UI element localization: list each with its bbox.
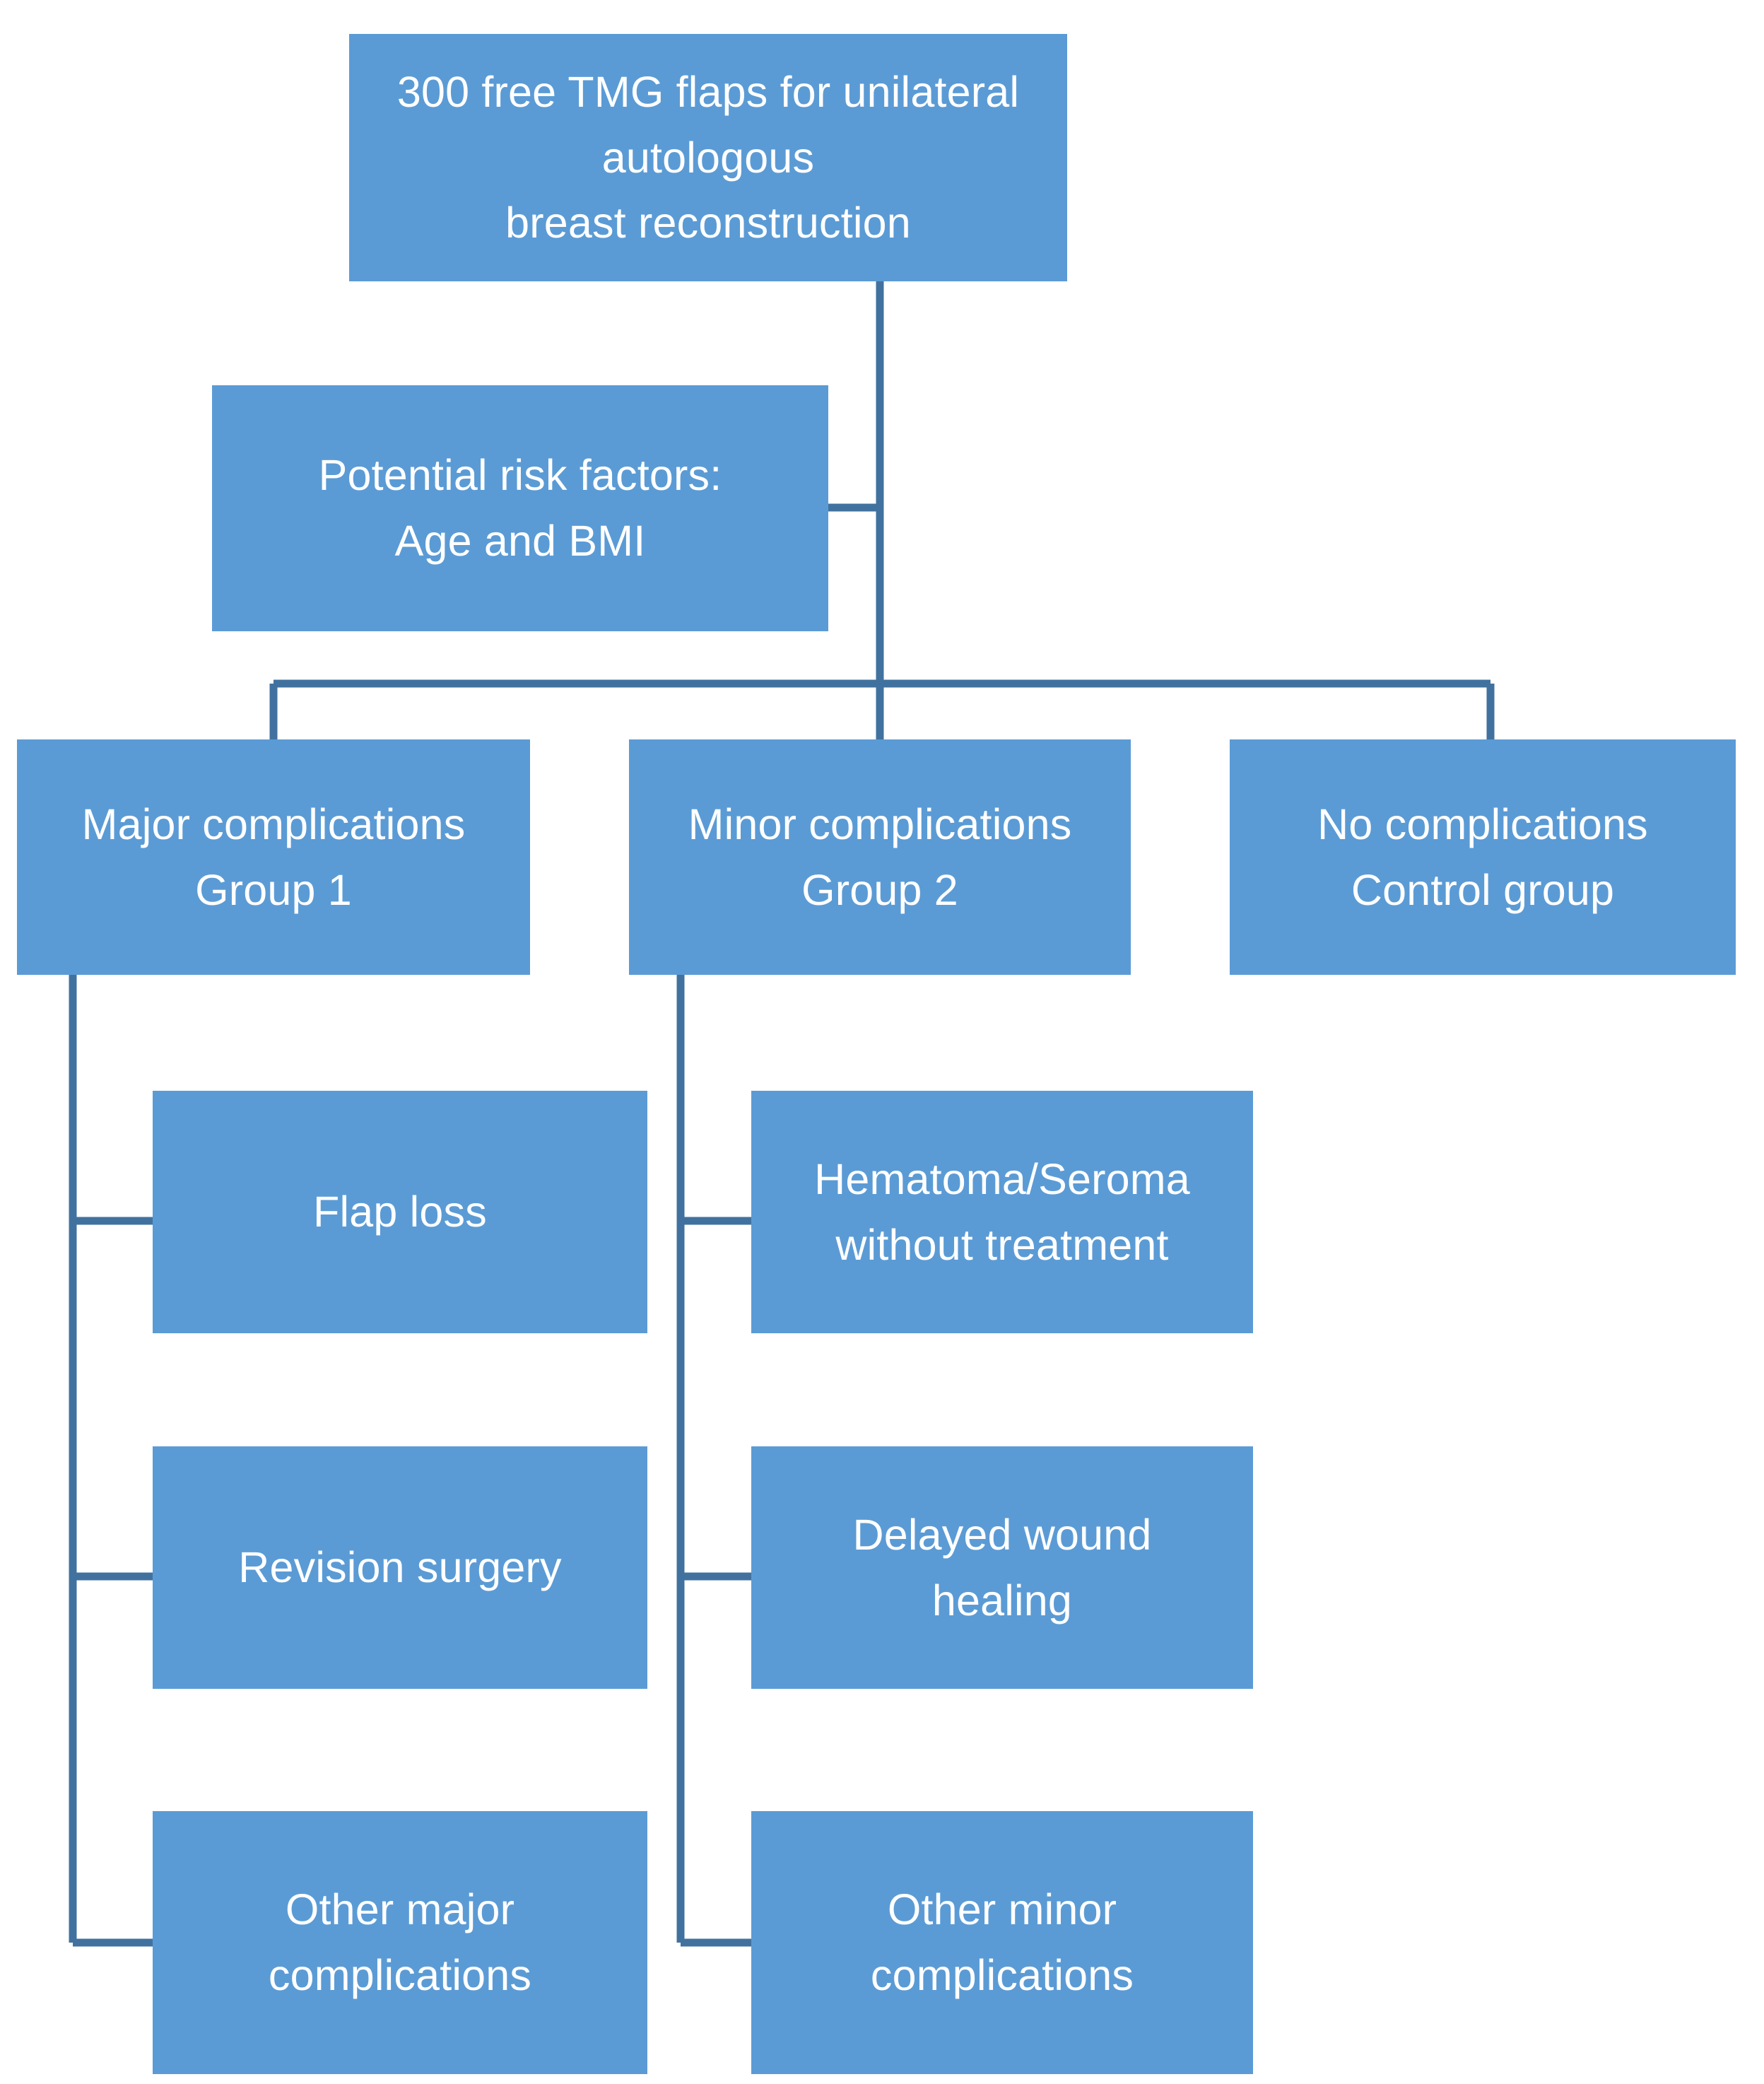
node-other-minor-complications-line-2: complications (870, 1951, 1134, 1999)
node-flap-loss-line-1: Flap loss (313, 1188, 487, 1236)
node-other-major-complications[interactable]: Other major complications (153, 1811, 647, 2074)
node-hematoma-seroma-line-1: Hematoma/Seroma (814, 1154, 1190, 1203)
node-minor-complications-line-1: Minor complications (688, 800, 1072, 848)
node-no-complications-line-1: No complications (1317, 800, 1648, 848)
node-other-major-complications-line-1: Other major (285, 1885, 515, 1934)
node-risk-factors[interactable]: Potential risk factors: Age and BMI (212, 385, 828, 631)
node-revision-surgery-line-1: Revision surgery (238, 1543, 562, 1592)
node-other-major-complications-line-2: complications (268, 1951, 532, 1999)
node-other-minor-complications-line-1: Other minor (887, 1885, 1117, 1934)
node-delayed-wound-healing-line-1: Delayed wound (852, 1510, 1152, 1559)
node-risk-factors-line-2: Age and BMI (394, 517, 646, 565)
node-major-complications[interactable]: Major complications Group 1 (17, 739, 530, 975)
node-minor-complications-line-2: Group 2 (801, 865, 958, 914)
node-major-complications-line-1: Major complications (81, 800, 466, 848)
node-hematoma-seroma-line-2: without treatment (835, 1220, 1169, 1269)
node-no-complications-line-2: Control group (1351, 865, 1615, 914)
node-other-minor-complications[interactable]: Other minor complications (751, 1811, 1253, 2074)
node-major-complications-line-2: Group 1 (195, 865, 352, 914)
node-root-line-2: breast reconstruction (505, 199, 911, 247)
node-root-line-1: 300 free TMG flaps for unilateral autolo… (396, 67, 1020, 182)
node-root[interactable]: 300 free TMG flaps for unilateral autolo… (349, 34, 1067, 281)
node-revision-surgery[interactable]: Revision surgery (153, 1446, 647, 1689)
node-hematoma-seroma[interactable]: Hematoma/Seroma without treatment (751, 1091, 1253, 1333)
node-flap-loss[interactable]: Flap loss (153, 1091, 647, 1333)
node-no-complications[interactable]: No complications Control group (1230, 739, 1736, 975)
node-delayed-wound-healing[interactable]: Delayed wound healing (751, 1446, 1253, 1689)
node-minor-complications[interactable]: Minor complications Group 2 (629, 739, 1131, 975)
node-delayed-wound-healing-line-2: healing (931, 1576, 1073, 1625)
node-risk-factors-line-1: Potential risk factors: (318, 451, 722, 500)
